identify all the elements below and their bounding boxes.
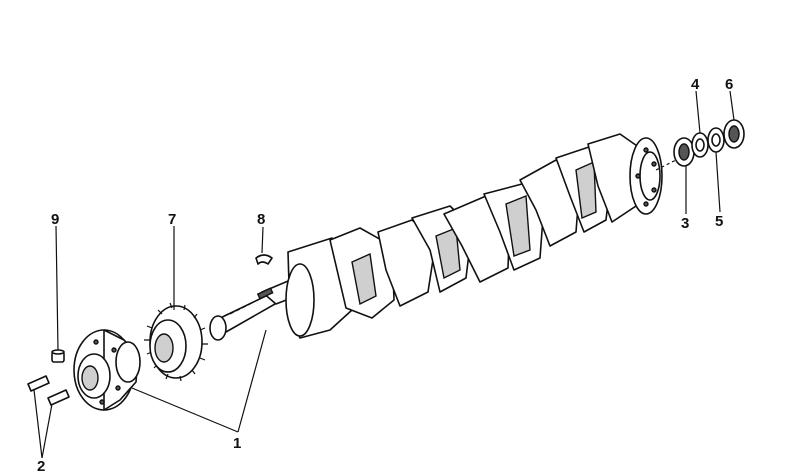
washer-4[interactable] (691, 132, 709, 158)
callout-3: 3 (681, 215, 689, 232)
pin-lower[interactable] (47, 389, 70, 406)
callout-2: 2 (37, 458, 45, 473)
seal-6[interactable] (723, 119, 745, 149)
crankshaft[interactable] (209, 133, 677, 341)
callout-9: 9 (51, 211, 59, 228)
callout-4: 4 (691, 76, 700, 93)
woodruff-key[interactable] (255, 254, 273, 265)
timing-sprocket[interactable] (144, 302, 208, 382)
callout-7: 7 (168, 211, 176, 228)
callout-6: 6 (725, 76, 733, 93)
rear-bearing[interactable] (673, 137, 695, 167)
callout-1: 1 (233, 435, 241, 452)
leader-lines (33, 90, 735, 459)
washer-5[interactable] (707, 127, 725, 153)
pin-upper[interactable] (27, 375, 50, 392)
callout-5: 5 (715, 213, 723, 230)
dowel-cap[interactable] (51, 349, 65, 363)
callout-8: 8 (257, 211, 265, 228)
vibration-damper[interactable] (73, 329, 141, 411)
